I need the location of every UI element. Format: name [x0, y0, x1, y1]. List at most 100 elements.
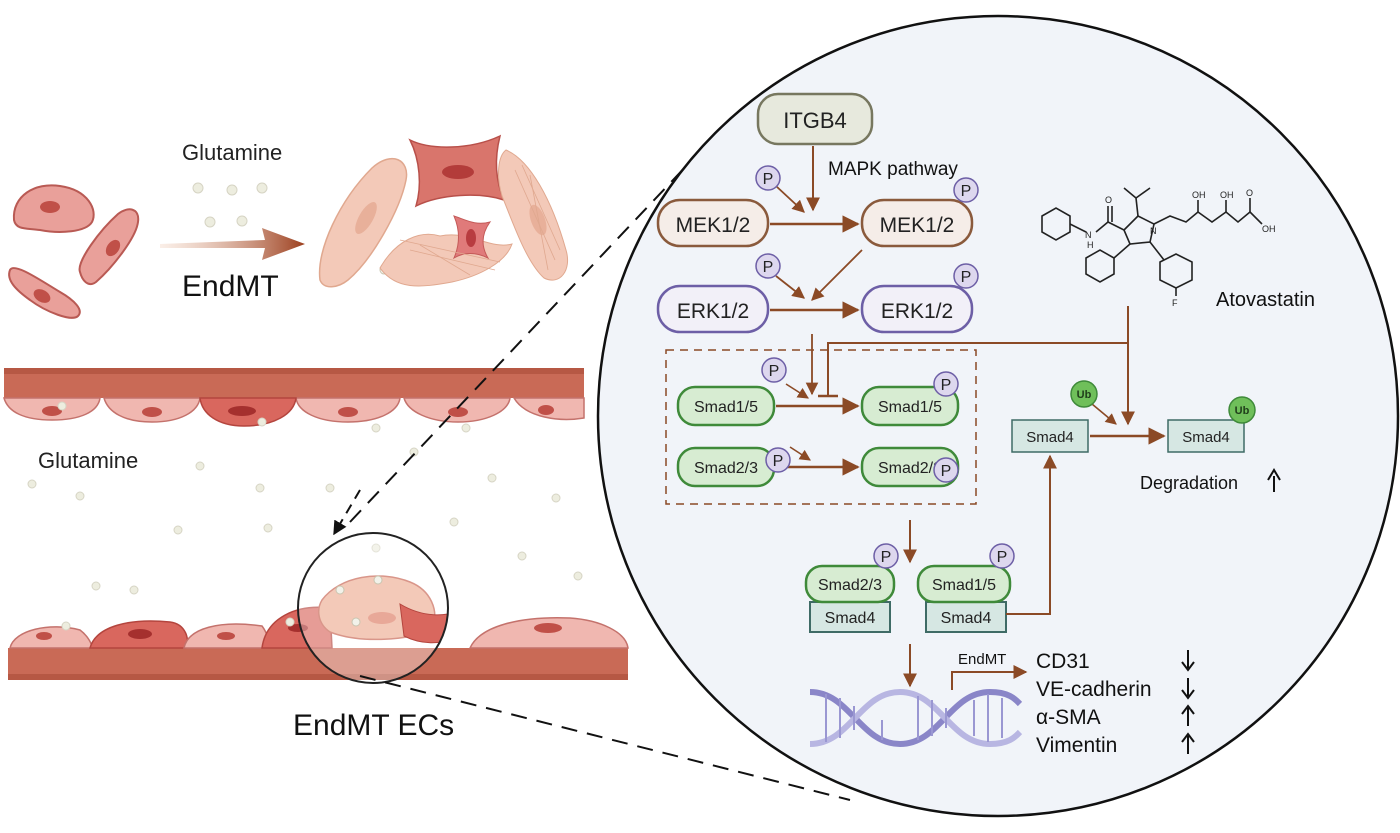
phospho-label: P	[961, 269, 972, 286]
zoom-circle	[297, 532, 449, 684]
marker-item: Vimentin	[1036, 732, 1195, 757]
down-arrow-icon	[1181, 650, 1195, 672]
ubiquitin-label: Ub	[1077, 389, 1092, 401]
smad4-right-label: Smad4	[1182, 429, 1230, 446]
marker-item: α-SMA	[1036, 704, 1195, 729]
complex1-smad4-label: Smad4	[825, 610, 876, 627]
up-arrow-icon	[1181, 704, 1195, 726]
dna-helix-icon	[809, 688, 1023, 748]
complex2-smad15-label: Smad1/5	[932, 577, 996, 594]
endmt-ecs-label: EndMT ECs	[293, 709, 454, 742]
phospho-badge: P	[755, 165, 781, 191]
erk-left-node: ERK1/2	[656, 284, 770, 334]
phospho-badge: P	[933, 457, 959, 483]
endmt-small-label: EndMT	[958, 651, 1006, 668]
smad4-left-node: Smad4	[1011, 419, 1089, 453]
pathway-panel: ITGB4 MAPK pathway MEK1/2 MEK1/2 ERK1/2 …	[596, 14, 1400, 818]
atovastatin-atom-labels: O N H N OH OH O OH F	[1085, 188, 1276, 308]
phospho-label: P	[773, 453, 784, 470]
smad23-left-label: Smad2/3	[694, 460, 758, 477]
atovastatin-inhibition-line	[827, 306, 1129, 396]
phospho-label: P	[763, 259, 774, 276]
endmt-big-arrow	[160, 228, 305, 260]
smad15-right-label: Smad1/5	[878, 399, 942, 416]
p-to-smad15-arrow	[785, 383, 809, 399]
phospho-label: P	[941, 463, 952, 480]
zoom-guide-lower	[359, 675, 851, 801]
atovastatin-structure	[1041, 187, 1263, 296]
complex1-smad23-label: Smad2/3	[818, 577, 882, 594]
ub-to-smad4-arrow	[1091, 403, 1117, 425]
left-panel: Glutamine EndMT	[3, 134, 851, 801]
smad15-left-node: Smad1/5	[676, 385, 776, 427]
smad23-left-node: Smad2/3	[676, 446, 776, 488]
endothelial-cell-group	[8, 184, 140, 319]
atom-f: F	[1172, 298, 1178, 308]
marker-name: VE-cadherin	[1036, 678, 1152, 701]
glutamine-label-top: Glutamine	[182, 140, 282, 165]
degradation-up-arrow	[1267, 468, 1281, 492]
smad4-right-node: Smad4	[1167, 419, 1245, 453]
zoom-guide-upper	[349, 161, 691, 523]
erk-right-label: ERK1/2	[881, 300, 953, 323]
smad23-right-label: Smad2/3	[878, 460, 942, 477]
marker-item: VE-cadherin	[1036, 678, 1195, 701]
phospho-badge: P	[933, 371, 959, 397]
phospho-label: P	[997, 549, 1008, 566]
itgb4-node: ITGB4	[756, 92, 874, 146]
blood-vessel	[3, 368, 629, 680]
phospho-badge: P	[755, 253, 781, 279]
complex-smad15-smad4: Smad4 Smad1/5	[916, 564, 1012, 633]
phospho-badge: P	[765, 447, 791, 473]
phospho-badge: P	[953, 263, 979, 289]
zoom-arrow	[333, 489, 361, 536]
glutamine-label-vessel: Glutamine	[38, 448, 138, 473]
phospho-label: P	[769, 363, 780, 380]
complex-smad23-smad4: Smad4 Smad2/3	[804, 564, 896, 633]
marker-name: CD31	[1036, 650, 1090, 673]
pathway-circle	[596, 14, 1400, 818]
phospho-label: P	[961, 183, 972, 200]
p-to-smad23-arrow	[789, 446, 811, 461]
mek-right-node: MEK1/2	[860, 198, 974, 248]
degradation-label: Degradation	[1140, 473, 1238, 493]
smad15-right-node: Smad1/5	[860, 385, 960, 427]
smad-dashed-box	[665, 349, 977, 505]
itgb4-label: ITGB4	[783, 108, 847, 133]
ubiquitin-badge: Ub	[1228, 396, 1256, 424]
phospho-badge: P	[953, 177, 979, 203]
atom-o: O	[1246, 188, 1253, 198]
mek-left-node: MEK1/2	[656, 198, 770, 248]
atom-oh: OH	[1220, 190, 1234, 200]
mek-left-label: MEK1/2	[676, 214, 751, 237]
phospho-badge: P	[761, 357, 787, 383]
endmt-arrow-label: EndMT	[182, 270, 279, 303]
phospho-label: P	[763, 171, 774, 188]
atom-h: H	[1087, 240, 1094, 250]
mapk-pathway-label: MAPK pathway	[828, 159, 958, 180]
smad4-left-label: Smad4	[1026, 429, 1074, 446]
glutamine-dots-vessel	[27, 401, 583, 631]
up-arrow-icon	[1181, 732, 1195, 754]
atom-o: O	[1105, 195, 1112, 205]
marker-item: CD31	[1036, 650, 1195, 673]
atom-n: N	[1085, 230, 1092, 240]
phospho-label: P	[941, 377, 952, 394]
erk-left-label: ERK1/2	[677, 300, 749, 323]
ubiquitin-badge: Ub	[1070, 380, 1098, 408]
complex-to-smad4-arrow	[1006, 454, 1057, 615]
marker-name: Vimentin	[1036, 734, 1117, 757]
mek-right-label: MEK1/2	[880, 214, 955, 237]
atovastatin-label: Atovastatin	[1216, 289, 1315, 311]
complex2-smad4-label: Smad4	[941, 610, 992, 627]
erk-right-node: ERK1/2	[860, 284, 974, 334]
marker-name: α-SMA	[1036, 706, 1101, 729]
dna-to-markers-arrow	[951, 665, 1028, 690]
mesenchymal-cell-group	[318, 134, 568, 288]
phospho-badge: P	[989, 543, 1015, 569]
p-to-erk-arrow	[775, 275, 805, 299]
ubiquitin-label: Ub	[1235, 405, 1250, 417]
